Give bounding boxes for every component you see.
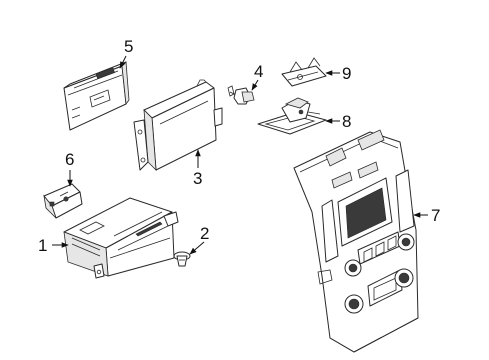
dash-bezel-panel-icon xyxy=(293,129,419,353)
callout-5: 5 xyxy=(124,37,133,56)
control-module-icon xyxy=(63,61,130,131)
callout-6: 6 xyxy=(65,150,74,169)
amplifier-module-icon xyxy=(133,79,223,172)
callout-8: 8 xyxy=(342,112,351,131)
leader-lines xyxy=(52,55,428,255)
receiver-module-icon xyxy=(63,197,179,279)
push-pin-icon xyxy=(173,251,191,267)
callout-7: 7 xyxy=(431,206,440,225)
antenna-bracket-icon xyxy=(257,97,327,135)
callout-1: 1 xyxy=(38,236,47,255)
callout-3: 3 xyxy=(193,169,202,188)
mounting-bracket-icon xyxy=(281,57,327,87)
connector-icon xyxy=(43,183,83,219)
leader-line-2 xyxy=(189,241,205,255)
leader-line-5 xyxy=(119,55,127,69)
callout-9: 9 xyxy=(342,64,351,83)
callout-4: 4 xyxy=(254,62,263,81)
callout-2: 2 xyxy=(200,224,209,243)
bolt-icon xyxy=(227,85,255,105)
callout-labels: 1 2 3 4 5 6 7 8 9 xyxy=(38,37,440,255)
leader-line-4 xyxy=(251,79,259,91)
